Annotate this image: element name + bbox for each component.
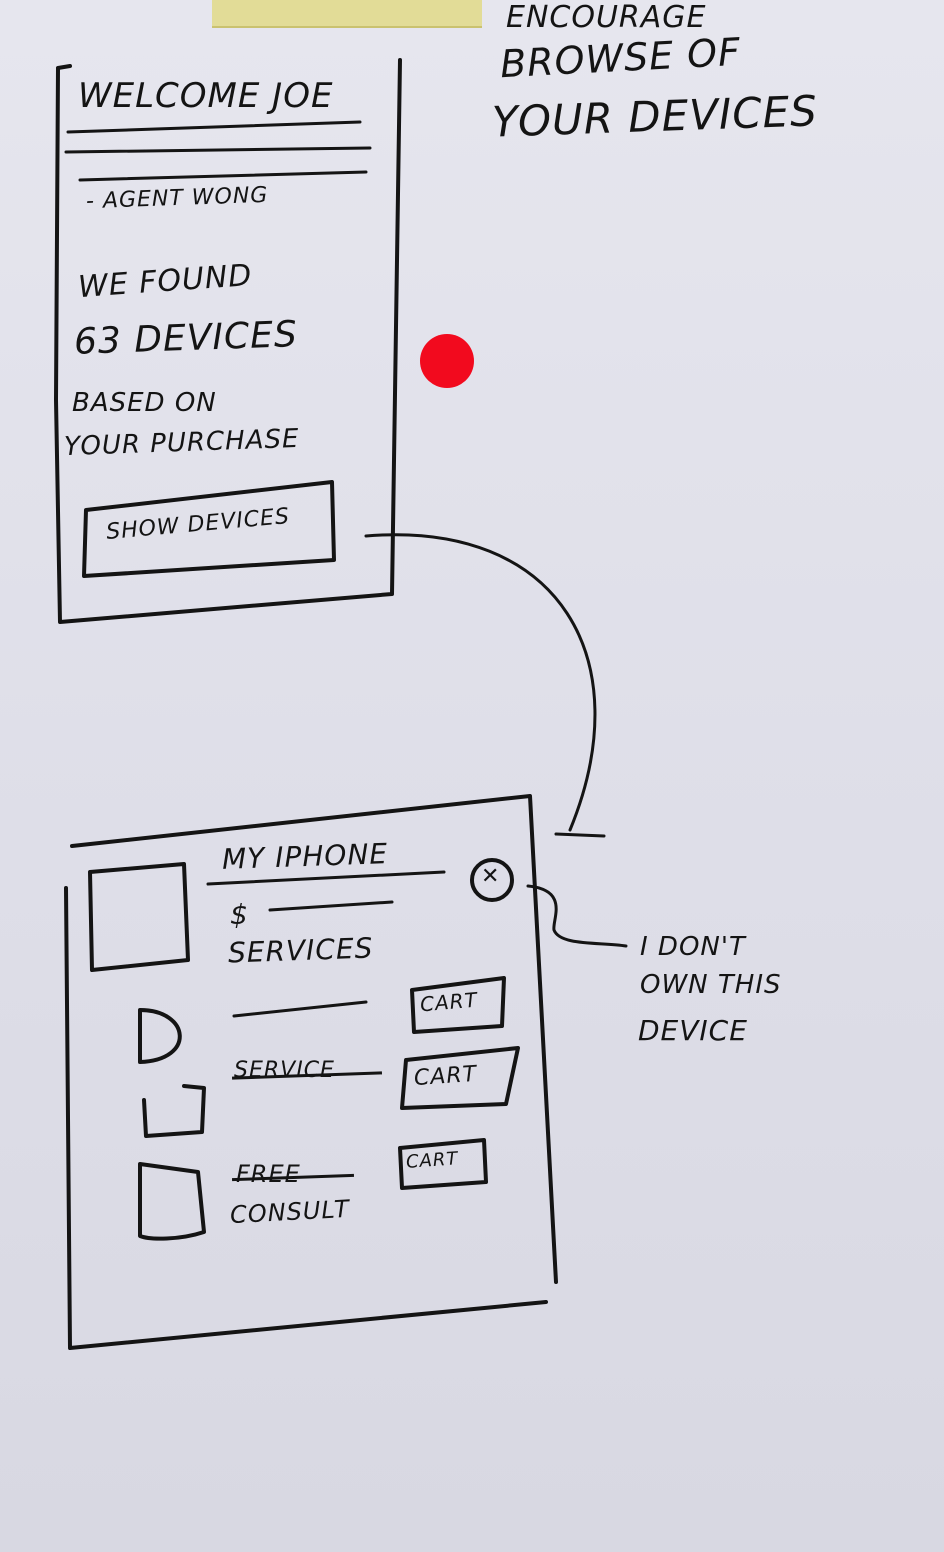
screen1-rule-2	[64, 146, 372, 154]
annotation-line-2: OWN THIS	[640, 970, 782, 1000]
service3-checkbox	[138, 1162, 206, 1241]
device-title-underline	[206, 870, 446, 886]
screen1-rule-1	[66, 120, 362, 134]
close-icon[interactable]: ✕	[481, 864, 500, 889]
found-line-3: BASED ON	[72, 388, 217, 418]
device-title: MY IPHONE	[221, 837, 389, 876]
service2-label: SERVICE	[234, 1058, 335, 1083]
cart-button-1-outline	[410, 976, 506, 1034]
annotation-line-3: DEVICE	[638, 1014, 748, 1047]
screen1-rule-3	[78, 170, 368, 182]
services-heading: SERVICES	[227, 931, 374, 970]
cart-button-2-outline	[400, 1046, 520, 1110]
annotation-connector	[526, 884, 628, 948]
service1-checkbox	[138, 1008, 182, 1064]
red-dot-sticker	[420, 334, 474, 388]
flow-arrow	[364, 533, 597, 832]
price-line	[268, 900, 394, 912]
welcome-heading: WELCOME JOE	[78, 76, 334, 116]
price-symbol: $	[230, 898, 249, 931]
screen2-frame	[64, 794, 558, 1350]
show-devices-button-outline	[82, 480, 336, 578]
service1-line	[232, 1000, 368, 1018]
close-circle	[470, 858, 514, 902]
cart-button-1[interactable]: CART	[419, 987, 479, 1017]
note-line-1: ENCOURAGE	[506, 0, 707, 35]
flow-arrow-head	[554, 832, 606, 838]
found-device-count: 63 DEVICES	[73, 314, 299, 363]
service3-label-struck: FREE	[236, 1160, 301, 1188]
cart-button-2[interactable]: CART	[413, 1061, 478, 1092]
cart-button-3-outline	[398, 1138, 488, 1190]
screen1-frame	[54, 58, 402, 624]
annotation-line-1: I DON'T	[640, 932, 746, 962]
device-image-placeholder	[88, 862, 190, 972]
cart-button-3[interactable]: CART	[405, 1148, 460, 1173]
service2-checkbox	[142, 1084, 206, 1138]
masking-tape	[212, 0, 482, 28]
